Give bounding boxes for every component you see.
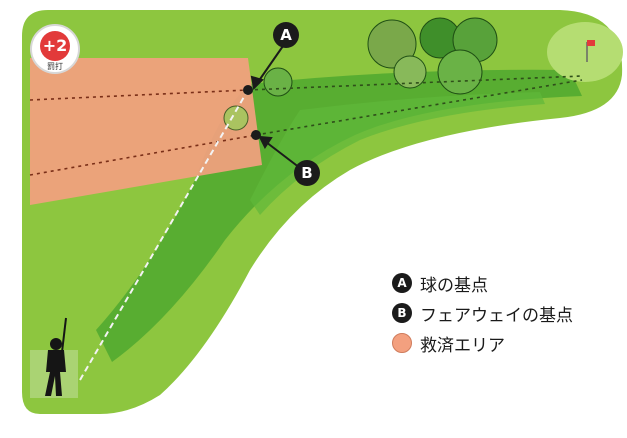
legend-label-relief: 救済エリア (420, 335, 505, 356)
legend-marker-a: A (392, 273, 412, 293)
ball-point-a (243, 85, 253, 95)
legend-relief-swatch (392, 333, 412, 353)
fairway-stripe (250, 92, 545, 215)
legend-item-ball: A 球の基点 (392, 268, 573, 298)
legend-label-ball: 球の基点 (420, 275, 488, 296)
legend: A 球の基点 B フェアウェイの基点 救済エリア (392, 268, 573, 358)
legend-item-relief: 救済エリア (392, 328, 573, 358)
pointer-arrows (250, 45, 301, 169)
legend-marker-b: B (392, 303, 412, 323)
flag-icon (586, 40, 595, 62)
shot-line (79, 89, 249, 381)
penalty-badge: +2 罰打 (30, 24, 80, 74)
fairway-point-b (251, 130, 261, 140)
marker-b: B (294, 160, 320, 186)
relief-area (30, 58, 262, 205)
legend-item-fairway: B フェアウェイの基点 (392, 298, 573, 328)
legend-label-fairway: フェアウェイの基点 (420, 305, 573, 326)
golfer-icon (30, 317, 78, 398)
penalty-value: +2 (40, 31, 70, 61)
marker-a: A (273, 22, 299, 48)
tree-cluster (223, 17, 498, 131)
putting-green (547, 22, 623, 82)
penalty-label: 罰打 (47, 62, 63, 71)
